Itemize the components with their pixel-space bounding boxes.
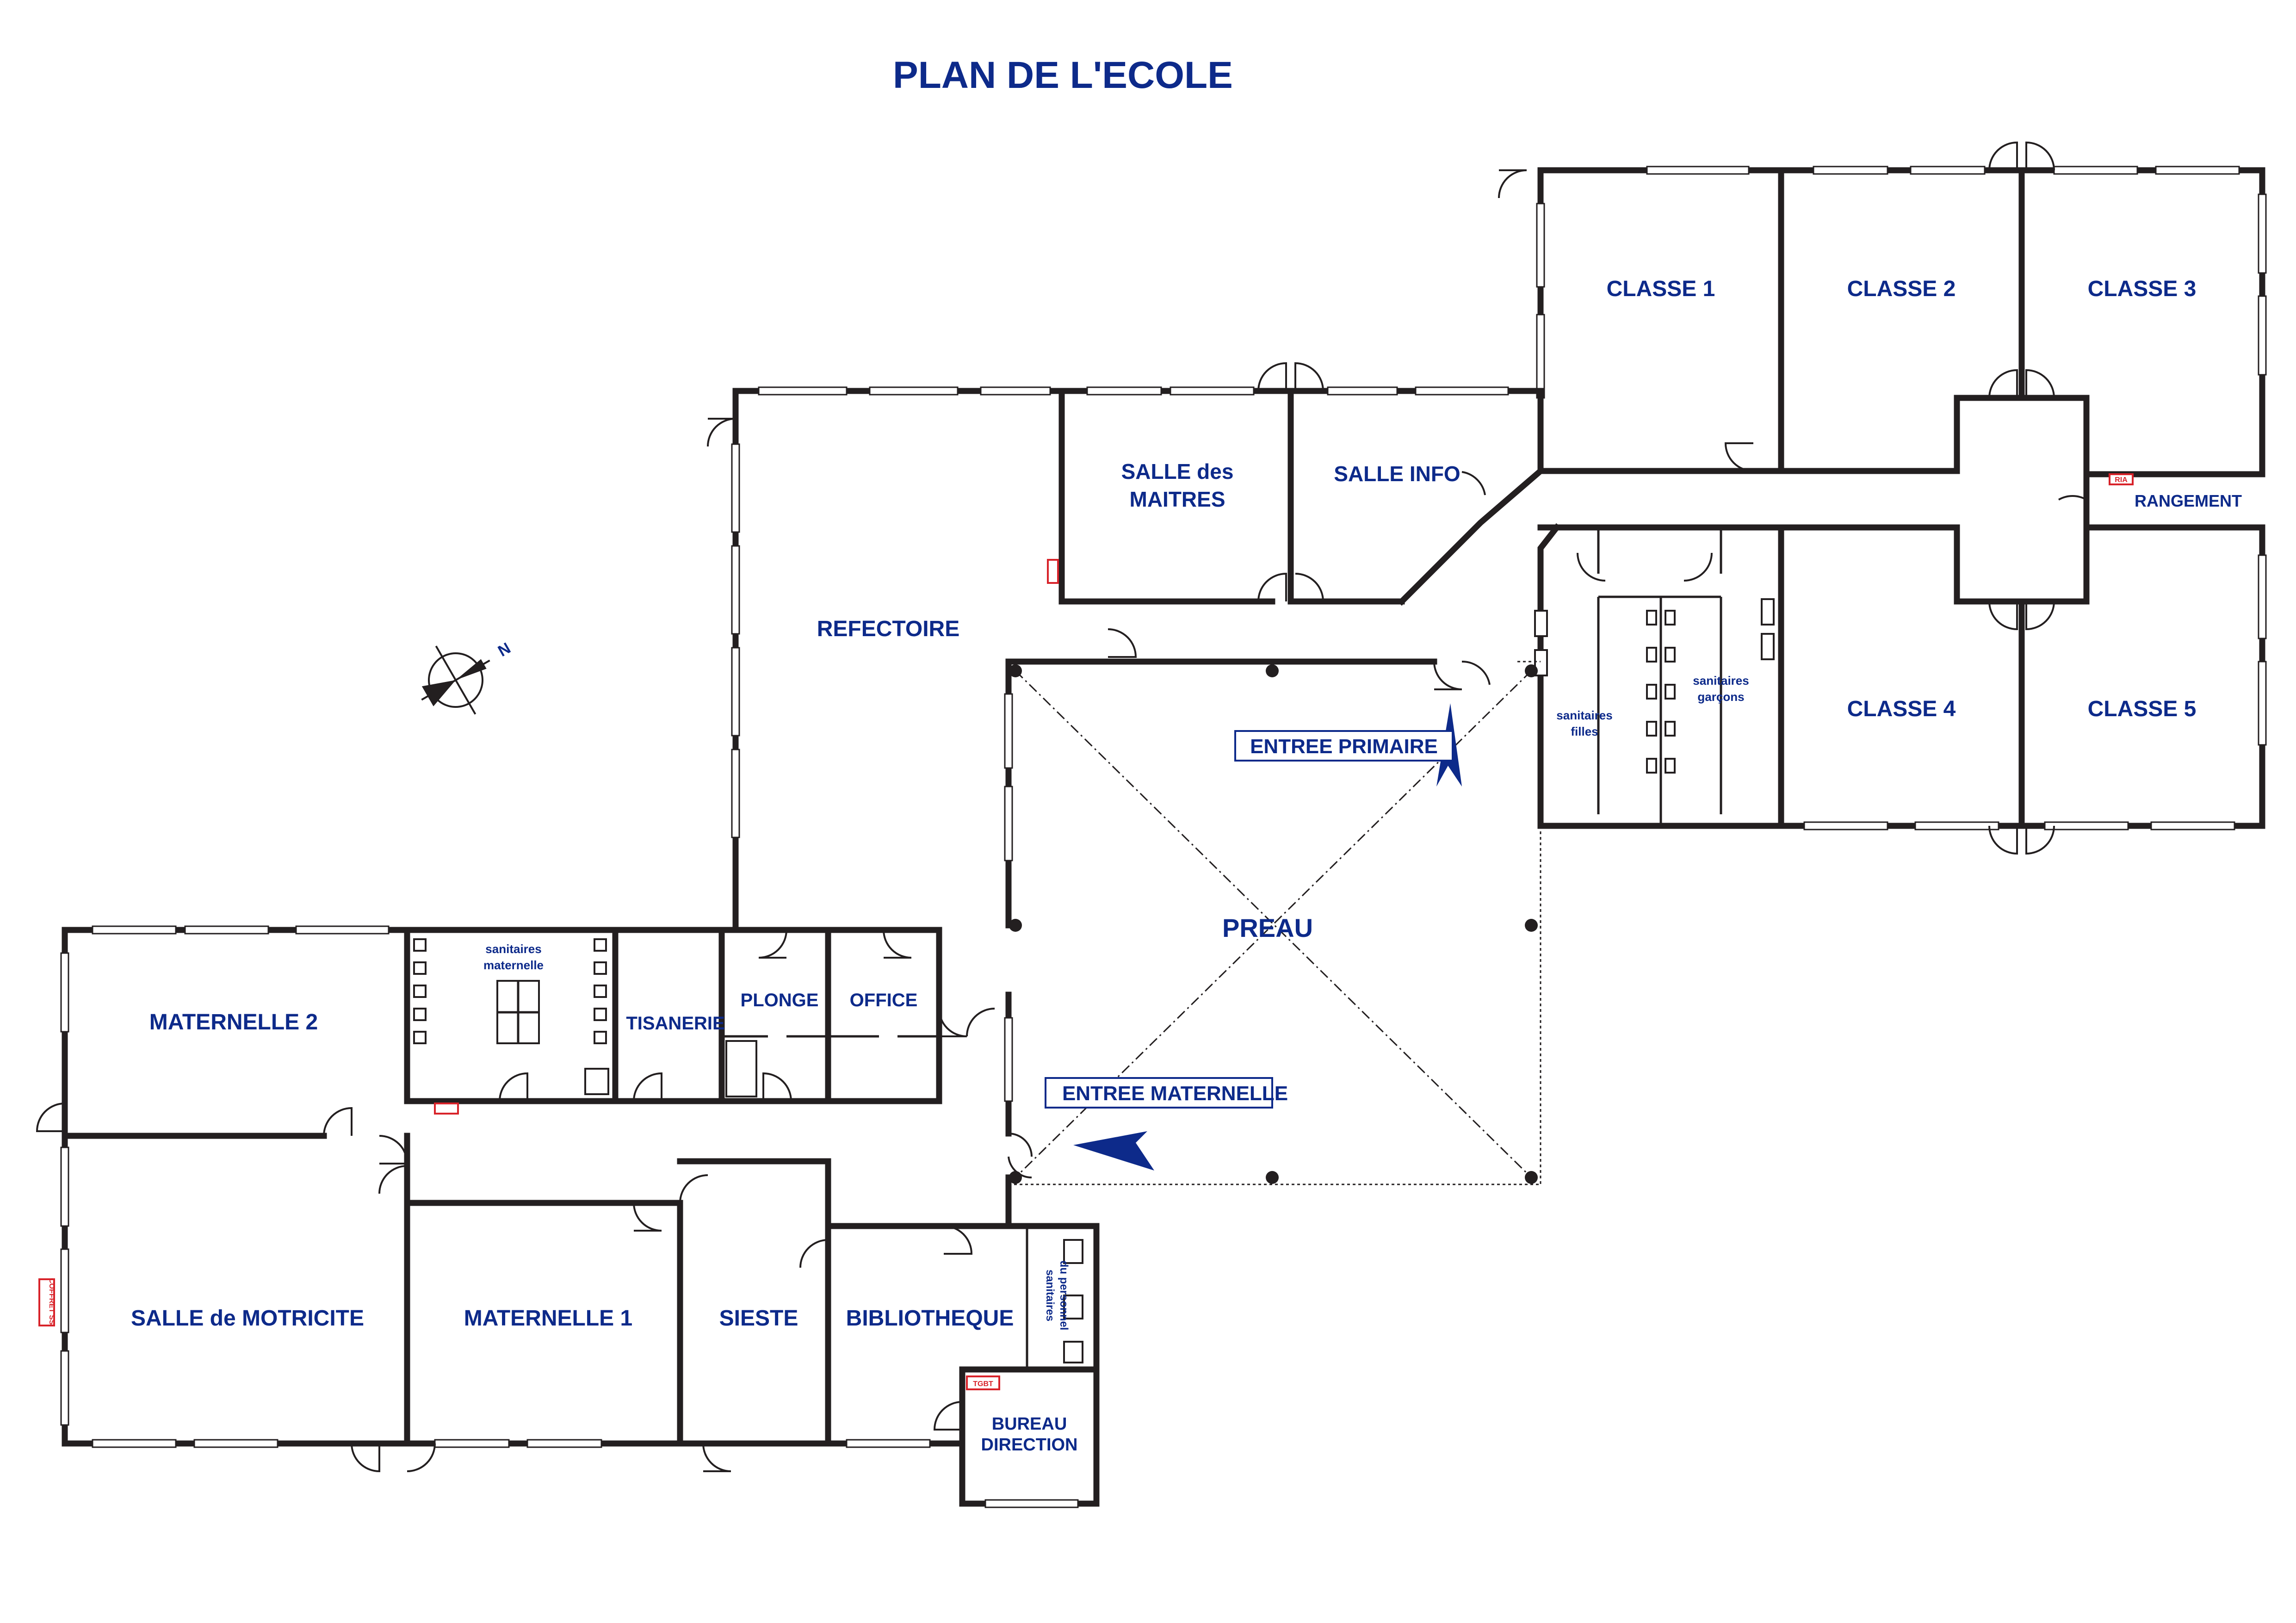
svg-text:COFFRET SSI: COFFRET SSI <box>48 1278 56 1327</box>
safety-tag-coffret: COFFRET SSI <box>38 1278 56 1327</box>
room-label-maternelle1: MATERNELLE 1 <box>464 1306 632 1331</box>
sanitaires-garcons-line2: garçons <box>1697 690 1744 704</box>
room-labels: CLASSE 1 CLASSE 2 CLASSE 3 CLASSE 4 CLAS… <box>131 277 2242 1455</box>
svg-text:RIA: RIA <box>2115 476 2128 484</box>
room-label-classe3: CLASSE 3 <box>2088 277 2197 301</box>
classroom-wing <box>1498 141 2267 1184</box>
toilet-fixtures <box>1534 598 1775 774</box>
refectoire-block <box>707 362 1545 929</box>
entree-primaire-label: ENTREE PRIMAIRE <box>1250 735 1438 758</box>
sanitaires-maternelle-line2: maternelle <box>483 958 544 972</box>
north-label: N <box>495 639 514 660</box>
entree-maternelle-arrow-icon <box>1073 1131 1154 1171</box>
north-arrow-icon <box>421 645 490 715</box>
entree-maternelle-label: ENTREE MATERNELLE <box>1062 1082 1288 1105</box>
room-label-bureau-line1: BUREAU <box>992 1414 1067 1434</box>
sanitaires-filles-line1: sanitaires <box>1556 708 1612 722</box>
sanitaires-garcons-line1: sanitaires <box>1693 674 1749 688</box>
entree-maternelle-box <box>1045 1077 1273 1109</box>
room-label-sieste: SIESTE <box>719 1306 798 1331</box>
room-label-bureau-line2: DIRECTION <box>981 1435 1078 1455</box>
plan-title: PLAN DE L'ECOLE <box>893 54 1233 96</box>
room-label-preau: PREAU <box>1222 913 1313 942</box>
room-label-plonge: PLONGE <box>741 990 819 1010</box>
room-label-salle-maitres-line1: SALLE des <box>1121 459 1234 483</box>
room-label-maternelle2: MATERNELLE 2 <box>149 1010 318 1035</box>
sanitaires-personnel-line2: du personnel <box>1058 1261 1070 1331</box>
sanitaires-maternelle-line1: sanitaires <box>485 942 541 956</box>
svg-text:TGBT: TGBT <box>973 1380 993 1388</box>
room-label-salle-info: SALLE INFO <box>1334 462 1460 486</box>
safety-tag-ria: RIA <box>434 473 2134 1115</box>
sanitaires-personnel-line1: sanitaires <box>1044 1270 1056 1321</box>
maternelle-wing <box>36 925 1100 1508</box>
room-label-rangement: RANGEMENT <box>2135 491 2242 510</box>
room-label-classe4: CLASSE 4 <box>1847 697 1956 721</box>
safety-tag-tgbt: TGBT <box>966 1375 1000 1390</box>
room-label-classe1: CLASSE 1 <box>1607 277 1715 301</box>
room-label-refectoire: REFECTOIRE <box>817 617 959 641</box>
room-label-classe5: CLASSE 5 <box>2088 697 2197 721</box>
room-label-salle-motricite: SALLE de MOTRICITE <box>131 1306 364 1331</box>
room-label-salle-maitres-line2: MAITRES <box>1130 487 1225 511</box>
room-label-bibliotheque: BIBLIOTHEQUE <box>846 1306 1014 1331</box>
room-label-office: OFFICE <box>850 990 918 1010</box>
sink-fixtures <box>413 938 1083 1363</box>
room-label-classe2: CLASSE 2 <box>1847 277 1956 301</box>
sanitaires-filles-line2: filles <box>1571 725 1598 738</box>
entree-primaire-box <box>1234 730 1454 762</box>
room-label-tisanerie: TISANERIE <box>626 1013 724 1034</box>
